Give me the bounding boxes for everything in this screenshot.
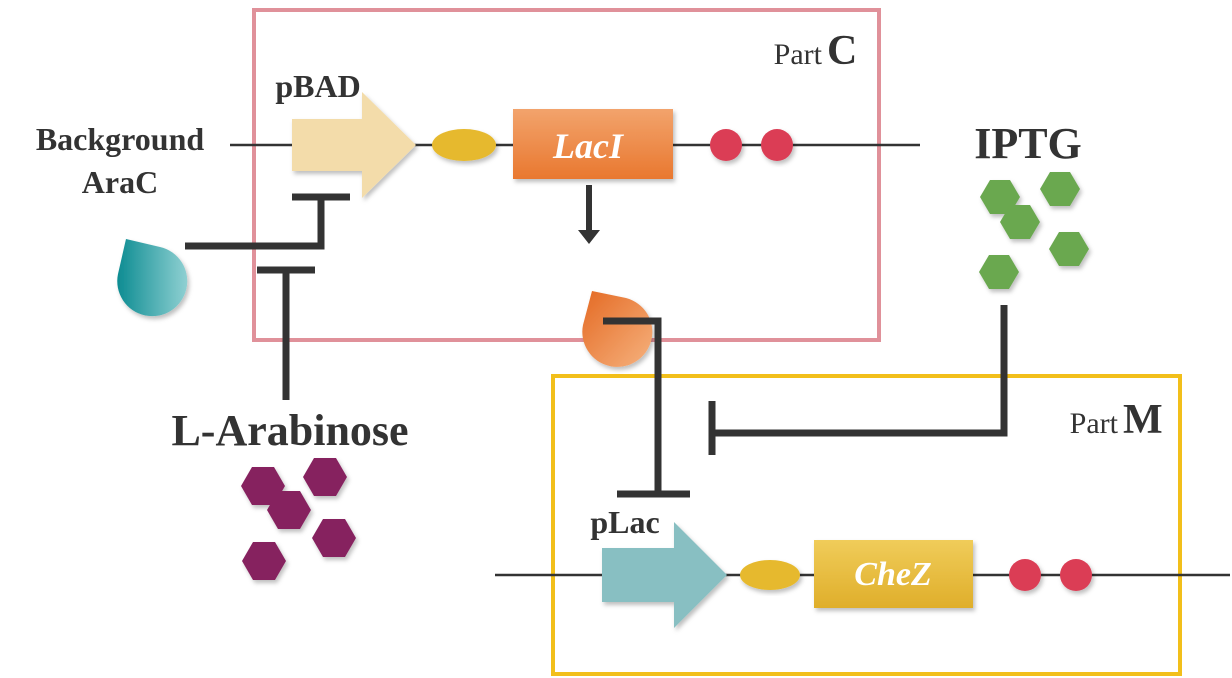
- iptg-label: IPTG: [974, 119, 1082, 168]
- arabinose-hexagon: [312, 519, 356, 557]
- pbad-promoter-arrow: [292, 92, 416, 198]
- iptg-hexagon: [1040, 172, 1080, 206]
- arac-protein: [117, 239, 188, 317]
- laci-gene-box: [513, 109, 673, 179]
- iptg-hexagon: [1000, 205, 1040, 239]
- chez-gene-label: CheZ: [854, 556, 931, 593]
- terminator-part-m-2: [1060, 559, 1092, 591]
- laci-gene-label: LacI: [552, 126, 625, 166]
- plac-promoter-arrow: [602, 522, 727, 628]
- pbad-label: pBAD: [275, 68, 360, 104]
- arabinose-molecules: [241, 458, 356, 580]
- arabinose-hexagon: [303, 458, 347, 496]
- part-c-letter: C: [827, 28, 857, 74]
- expression-arrow-head: [578, 230, 600, 244]
- rbs-part-m: [740, 560, 800, 590]
- iptg-hexagon: [979, 255, 1019, 289]
- part-m-label: Part: [1070, 407, 1119, 440]
- iptg-inhibition-line: [712, 305, 1008, 437]
- laci-protein: [582, 291, 653, 367]
- rbs-part-c: [432, 129, 496, 161]
- terminator-part-c-1: [710, 129, 742, 161]
- part-c-label: Part: [774, 38, 823, 71]
- arabinose-hexagon: [267, 491, 311, 529]
- iptg-hexagon: [1049, 232, 1089, 266]
- laci-inhibition-line: [603, 317, 662, 494]
- arac-inhibition-line: [185, 197, 325, 250]
- background-arac-label-line1: Background: [36, 121, 205, 157]
- part-m-box: [551, 374, 1182, 676]
- background-arac-label-line2: AraC: [82, 164, 158, 200]
- chez-gene-box: [814, 540, 973, 608]
- l-arabinose-label: L-Arabinose: [171, 406, 408, 455]
- plac-label: pLac: [590, 504, 659, 540]
- part-c-box: [252, 8, 881, 342]
- terminator-part-m-1: [1009, 559, 1041, 591]
- terminator-part-c-2: [761, 129, 793, 161]
- arabinose-hexagon: [241, 467, 285, 505]
- part-m-letter: M: [1123, 397, 1163, 443]
- iptg-molecules: [979, 172, 1089, 289]
- arabinose-hexagon: [242, 542, 286, 580]
